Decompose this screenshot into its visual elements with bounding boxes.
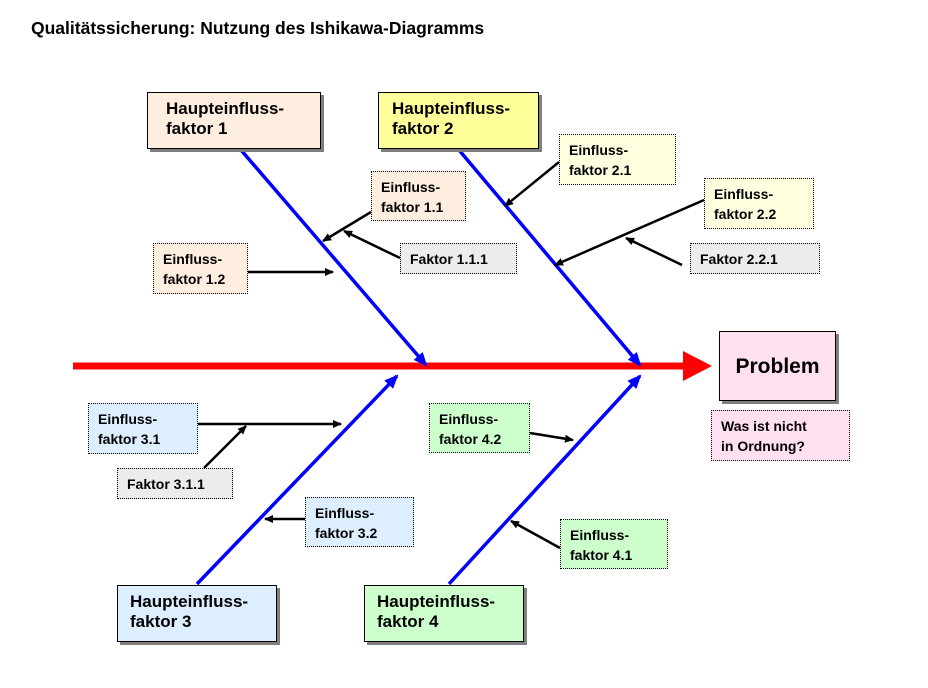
sub-factor-2-2-1: Faktor 2.2.1 — [690, 243, 820, 274]
influence-factor-1-1-line2: faktor 1.1 — [381, 199, 444, 215]
arrow-1-1 — [322, 210, 372, 243]
problem-label: Problem — [735, 355, 820, 378]
sub-factor-3-1-1-label: Faktor 3.1.1 — [127, 476, 205, 492]
influence-factor-3-1-line2: faktor 3.1 — [98, 431, 161, 447]
arrow-2-1 — [504, 161, 560, 207]
main-factor-2: Haupteinfluss- faktor 2 — [378, 92, 539, 149]
sub-factor-1-1-1-label: Faktor 1.1.1 — [410, 251, 488, 267]
arrow-3-1-1 — [203, 425, 247, 469]
influence-factor-2-2-line2: faktor 2.2 — [714, 206, 777, 222]
sub-factor-3-1-1: Faktor 3.1.1 — [117, 468, 233, 499]
influence-factor-1-1-line1: Einfluss- — [381, 179, 441, 195]
influence-factor-3-1-line1: Einfluss- — [98, 411, 158, 427]
bone-1 — [239, 148, 428, 367]
arrow-2-2 — [554, 198, 705, 267]
main-factor-3-line1: Haupteinfluss- — [130, 592, 249, 611]
main-factor-1-line1: Haupteinfluss- — [166, 99, 285, 118]
problem-question-line1: Was ist nicht — [721, 418, 807, 434]
influence-factor-2-2-line1: Einfluss- — [714, 186, 774, 202]
main-factor-1-line2: faktor 1 — [166, 119, 228, 138]
arrow-2-2-1 — [625, 236, 683, 267]
sub-factor-2-2-1-label: Faktor 2.2.1 — [700, 251, 778, 267]
main-factor-2-line1: Haupteinfluss- — [392, 99, 511, 118]
spine-arrowhead — [683, 351, 712, 381]
influence-factor-1-2-line2: faktor 1.2 — [163, 271, 226, 287]
main-factor-4-line1: Haupteinfluss- — [377, 592, 496, 611]
arrow-4-2 — [529, 431, 574, 443]
main-factor-3: Haupteinfluss- faktor 3 — [117, 585, 277, 642]
main-factor-1: Haupteinfluss- faktor 1 — [147, 92, 321, 149]
problem-question-line2: in Ordnung? — [721, 438, 805, 454]
influence-factor-1-2: Einfluss- faktor 1.2 — [153, 243, 248, 294]
influence-factor-3-2-line1: Einfluss- — [315, 505, 375, 521]
arrow-1-1-1 — [343, 229, 401, 260]
problem-question: Was ist nicht in Ordnung? — [711, 410, 850, 461]
influence-factor-2-1-line2: faktor 2.1 — [569, 162, 632, 178]
bone-3 — [195, 374, 399, 586]
sub-factor-1-1-1: Faktor 1.1.1 — [400, 243, 517, 274]
diagram-title: Qualitätssicherung: Nutzung des Ishikawa… — [31, 18, 485, 38]
influence-factor-2-1: Einfluss- faktor 2.1 — [559, 134, 676, 185]
arrow-4-1 — [510, 519, 561, 550]
main-factor-3-line2: faktor 3 — [130, 612, 192, 631]
influence-factor-4-2-line2: faktor 4.2 — [439, 431, 502, 447]
influence-factor-2-2: Einfluss- faktor 2.2 — [704, 178, 814, 229]
influence-factor-1-1: Einfluss- faktor 1.1 — [371, 171, 466, 221]
bone-2 — [457, 148, 642, 367]
bone-4 — [447, 374, 642, 586]
influence-factor-4-1-line1: Einfluss- — [570, 527, 630, 543]
influence-factor-1-2-line1: Einfluss- — [163, 251, 223, 267]
influence-factor-3-2: Einfluss- faktor 3.2 — [305, 497, 414, 547]
influence-factor-2-1-line1: Einfluss- — [569, 142, 629, 158]
influence-factor-4-1-line2: faktor 4.1 — [570, 547, 633, 563]
influence-factor-4-2-line1: Einfluss- — [439, 411, 499, 427]
influence-factor-4-1: Einfluss- faktor 4.1 — [560, 519, 668, 569]
main-factor-2-line2: faktor 2 — [392, 119, 454, 138]
main-factor-4-line2: faktor 4 — [377, 612, 439, 631]
influence-factor-4-2: Einfluss- faktor 4.2 — [429, 403, 530, 453]
main-factor-4: Haupteinfluss- faktor 4 — [364, 585, 524, 642]
influence-factor-3-1: Einfluss- faktor 3.1 — [88, 403, 198, 454]
problem-box: Problem — [719, 331, 836, 401]
influence-factor-3-2-line2: faktor 3.2 — [315, 525, 378, 541]
